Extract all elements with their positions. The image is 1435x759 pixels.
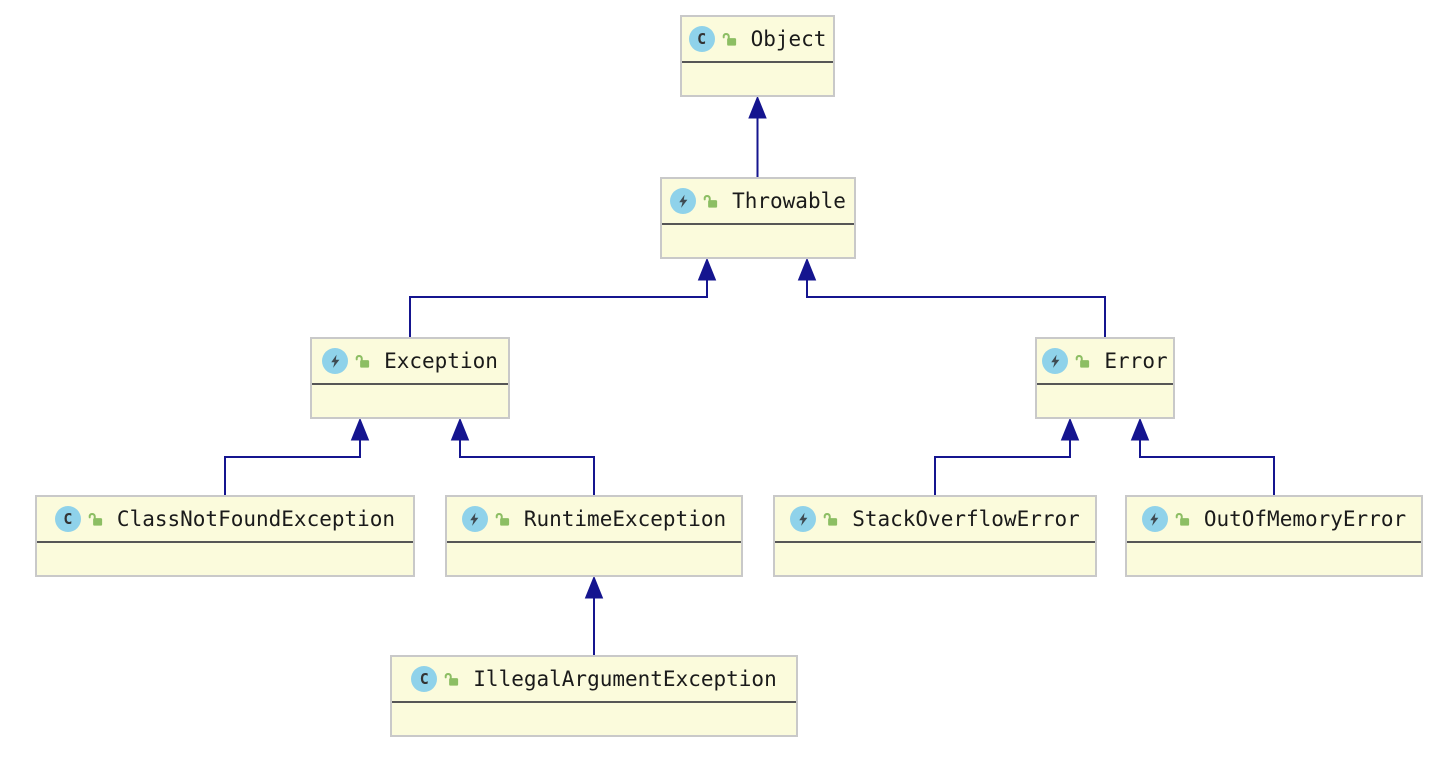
class-name: Exception — [384, 349, 498, 373]
edge-runtimeexception-extends-exception — [450, 417, 595, 495]
exception-lightning-icon — [790, 506, 817, 532]
class-members-empty — [662, 225, 854, 257]
class-box-illegalargumentexception: C IllegalArgumentException — [390, 655, 798, 737]
class-members-empty — [447, 543, 741, 575]
class-name: Error — [1104, 349, 1168, 373]
class-members-empty — [37, 543, 413, 575]
edge-outofmemoryerror-extends-error — [1130, 417, 1275, 495]
unlocked-padlock-icon — [702, 192, 720, 210]
class-box-throwable: Throwable — [660, 177, 856, 259]
class-icon: C — [688, 26, 715, 52]
exception-lightning-icon — [1042, 348, 1069, 374]
edge-classnotfoundexception-extends-exception — [224, 417, 370, 495]
class-title: RuntimeException — [447, 497, 741, 543]
exception-lightning-icon — [1141, 506, 1168, 532]
class-members-empty — [312, 385, 508, 417]
unlocked-padlock-icon — [1074, 352, 1092, 370]
class-title: Throwable — [662, 179, 854, 225]
class-icon: C — [411, 666, 438, 692]
class-name: Object — [750, 27, 827, 51]
unlocked-padlock-icon — [87, 510, 105, 528]
class-box-object: C Object — [680, 15, 835, 97]
class-name: StackOverflowError — [852, 507, 1080, 531]
class-title: C IllegalArgumentException — [392, 657, 796, 703]
unlocked-padlock-icon — [443, 670, 461, 688]
class-icon-letter: C — [419, 669, 429, 688]
class-box-exception: Exception — [310, 337, 510, 419]
exception-lightning-icon — [322, 348, 349, 374]
class-name: ClassNotFoundException — [116, 507, 396, 531]
class-box-stackoverflowerror: StackOverflowError — [773, 495, 1097, 577]
unlocked-padlock-icon — [822, 510, 840, 528]
class-members-empty — [775, 543, 1095, 575]
class-title: StackOverflowError — [775, 497, 1095, 543]
class-members-empty — [682, 63, 833, 95]
unlocked-padlock-icon — [721, 30, 739, 48]
class-name: OutOfMemoryError — [1203, 507, 1407, 531]
edge-stackoverflowerror-extends-error — [934, 417, 1080, 495]
class-box-error: Error — [1035, 337, 1175, 419]
unlocked-padlock-icon — [1174, 510, 1192, 528]
class-title: Error — [1037, 339, 1173, 385]
class-icon: C — [54, 506, 81, 532]
class-name: IllegalArgumentException — [473, 667, 777, 691]
class-name: RuntimeException — [523, 507, 727, 531]
class-icon-letter: C — [697, 29, 707, 48]
class-members-empty — [1127, 543, 1421, 575]
class-name: Throwable — [732, 189, 846, 213]
class-members-empty — [392, 703, 796, 735]
edge-throwable-extends-object — [748, 95, 767, 177]
edge-exception-extends-throwable — [409, 257, 717, 337]
class-icon-letter: C — [63, 509, 73, 528]
exception-lightning-icon — [461, 506, 488, 532]
unlocked-padlock-icon — [354, 352, 372, 370]
class-title: OutOfMemoryError — [1127, 497, 1421, 543]
class-title: C Object — [682, 17, 833, 63]
exception-lightning-icon — [670, 188, 697, 214]
class-title: Exception — [312, 339, 508, 385]
class-box-runtimeexception: RuntimeException — [445, 495, 743, 577]
unlocked-padlock-icon — [494, 510, 512, 528]
class-title: C ClassNotFoundException — [37, 497, 413, 543]
edge-illegalargumentexception-extends-runtimeexception — [584, 575, 604, 655]
class-box-outofmemoryerror: OutOfMemoryError — [1125, 495, 1423, 577]
class-box-classnotfoundexception: C ClassNotFoundException — [35, 495, 415, 577]
edge-error-extends-throwable — [797, 257, 1106, 337]
class-members-empty — [1037, 385, 1173, 417]
